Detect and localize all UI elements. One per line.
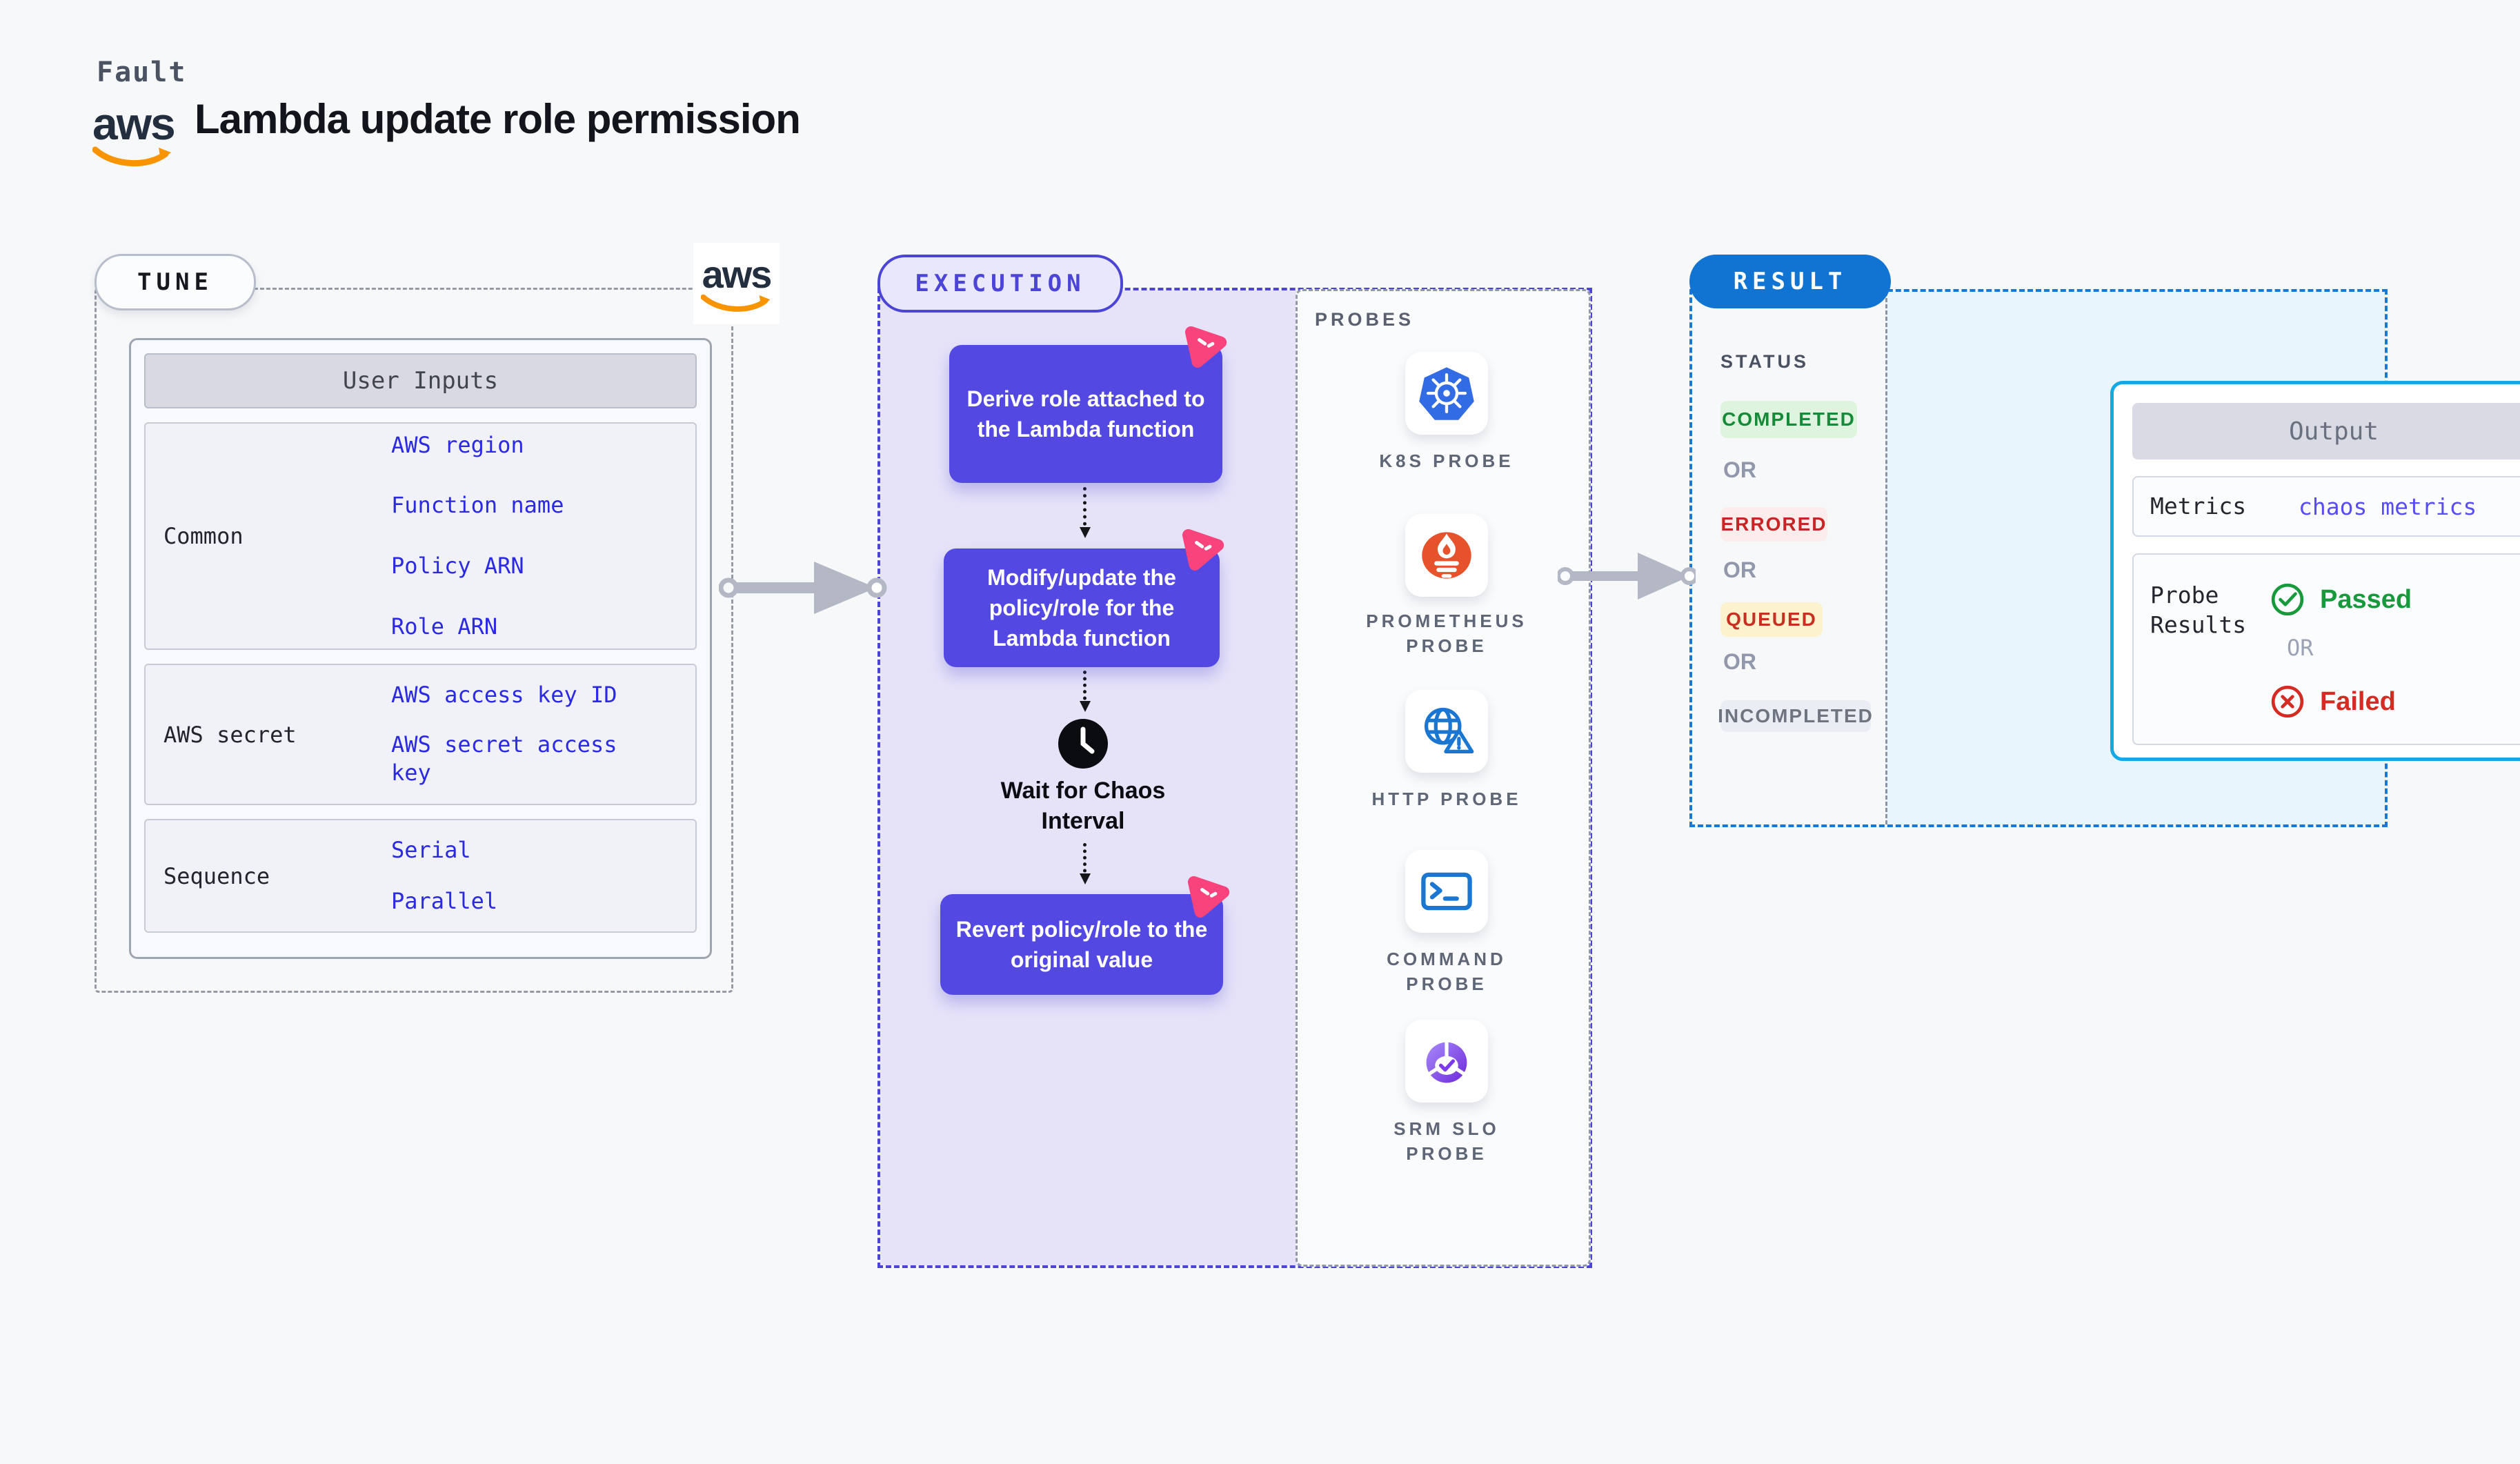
status-badge-errored: ERRORED — [1720, 507, 1827, 542]
step-label: Derive role attached to the Lambda funct… — [966, 386, 1205, 442]
execution-pill: EXECUTION — [877, 255, 1123, 313]
chaos-metrics-link[interactable]: chaos metrics — [2299, 493, 2477, 520]
step-modify-policy-node: Modify/update the policy/role for the La… — [944, 548, 1220, 667]
or-separator: OR — [1723, 557, 1756, 582]
failed-result: Failed — [2270, 684, 2396, 719]
row-label: AWS secret — [163, 721, 297, 748]
step-revert-policy-node: Revert policy/role to the original value — [940, 894, 1223, 995]
slo-gauge-icon — [1426, 1040, 1467, 1083]
check-circle-icon — [2271, 583, 2304, 616]
kubernetes-icon — [1419, 367, 1474, 420]
probe-label: PROMETHEUS PROBE — [1366, 611, 1527, 657]
row-links: AWS region Function name Policy ARN Role… — [391, 431, 564, 641]
table-row-sequence: Sequence Serial Parallel — [144, 819, 697, 933]
or-separator: OR — [2287, 635, 2314, 661]
wait-for-chaos-interval-label: Wait for Chaos Interval — [1000, 778, 1166, 834]
user-inputs-header: User Inputs — [144, 353, 697, 408]
passed-label: Passed — [2320, 584, 2412, 614]
status-badge-incompleted: INCOMPLETED — [1718, 700, 1872, 732]
link-policy-arn[interactable]: Policy ARN — [391, 553, 524, 579]
link-aws-secret-access-key[interactable]: AWS secret access key — [391, 731, 617, 787]
flow-connector — [1080, 671, 1091, 712]
k8s-probe-tile — [1405, 352, 1488, 435]
table-row-common: Common AWS region Function name Policy A… — [144, 422, 697, 650]
probe-results-row: Probe Results Passed OR — [2132, 553, 2520, 745]
page-title: Lambda update role permission — [195, 96, 801, 142]
link-parallel[interactable]: Parallel — [391, 887, 498, 914]
link-role-arn[interactable]: Role ARN — [391, 613, 498, 640]
output-panel: Output Metrics chaos metrics Probe Resul… — [2110, 381, 2520, 761]
clock-icon — [1058, 719, 1108, 769]
row-label: Sequence — [163, 862, 270, 889]
probe-results-label: Probe Results — [2150, 582, 2247, 638]
row-links: Serial Parallel — [391, 836, 497, 916]
srm-slo-probe-tile — [1405, 1020, 1488, 1102]
probe-label: K8S PROBE — [1379, 451, 1514, 471]
failed-label: Failed — [2320, 686, 2396, 716]
http-probe-tile — [1405, 690, 1488, 773]
step-label: Modify/update the policy/role for the La… — [987, 565, 1176, 651]
aws-logo-text: aws — [702, 252, 773, 296]
probes-heading: PROBES — [1315, 309, 1415, 330]
metrics-row: Metrics chaos metrics — [2132, 476, 2520, 537]
probes-panel — [1296, 289, 1591, 1267]
or-separator: OR — [1723, 649, 1756, 674]
metrics-label: Metrics — [2150, 492, 2247, 520]
result-pill: RESULT — [1689, 255, 1891, 308]
prometheus-icon — [1422, 532, 1471, 579]
probe-label: SRM SLO PROBE — [1393, 1118, 1500, 1165]
link-serial[interactable]: Serial — [391, 836, 471, 863]
aws-smile-icon — [92, 146, 172, 167]
status-badge-completed: COMPLETED — [1720, 401, 1857, 438]
probe-label: COMMAND PROBE — [1387, 949, 1507, 995]
aws-logo-text: aws — [92, 98, 176, 149]
prometheus-probe-tile — [1405, 514, 1488, 597]
command-probe-tile — [1405, 850, 1488, 933]
output-header: Output — [2132, 403, 2520, 459]
or-separator: OR — [1723, 457, 1756, 482]
probe-label: HTTP PROBE — [1371, 789, 1522, 809]
link-aws-access-key-id[interactable]: AWS access key ID — [391, 682, 617, 709]
globe-warning-icon — [1424, 707, 1474, 754]
flow-connector — [1080, 843, 1091, 884]
row-links: AWS access key ID AWS secret access key — [391, 681, 657, 788]
tune-pill: TUNE — [95, 254, 256, 310]
status-badge-queued: QUEUED — [1720, 602, 1823, 637]
table-row-aws-secret: AWS secret AWS access key ID AWS secret … — [144, 664, 697, 805]
x-circle-icon — [2271, 685, 2304, 718]
status-heading: STATUS — [1720, 351, 1809, 372]
terminal-icon — [1421, 872, 1472, 911]
arrow-tune-to-execution-icon — [719, 562, 887, 614]
aws-smile-icon — [700, 294, 770, 312]
arrow-execution-to-result-icon — [1558, 553, 1696, 600]
result-section-box: STATUS COMPLETED OR ERRORED OR QUEUED OR… — [1689, 289, 2520, 827]
chaos-fault-icon — [1182, 528, 1224, 571]
chaos-fault-icon — [1184, 326, 1227, 368]
link-aws-region[interactable]: AWS region — [391, 431, 524, 458]
output-column: Output Metrics chaos metrics Probe Resul… — [1885, 292, 2520, 824]
fault-eyebrow-label: Fault — [97, 57, 187, 88]
aws-logo-tune: aws — [693, 243, 780, 324]
step-label: Revert policy/role to the original value — [955, 917, 1208, 972]
link-function-name[interactable]: Function name — [391, 492, 564, 519]
status-column: STATUS COMPLETED OR ERRORED OR QUEUED OR… — [1692, 292, 1885, 824]
row-label: Common — [163, 523, 244, 549]
passed-result: Passed — [2270, 582, 2412, 617]
flow-connector — [1080, 487, 1091, 538]
step-derive-role-node: Derive role attached to the Lambda funct… — [949, 345, 1222, 483]
aws-logo: aws — [92, 98, 176, 167]
chaos-fault-icon — [1187, 876, 1230, 918]
execution-section-box — [877, 288, 1592, 1268]
tune-section-box — [95, 288, 733, 993]
